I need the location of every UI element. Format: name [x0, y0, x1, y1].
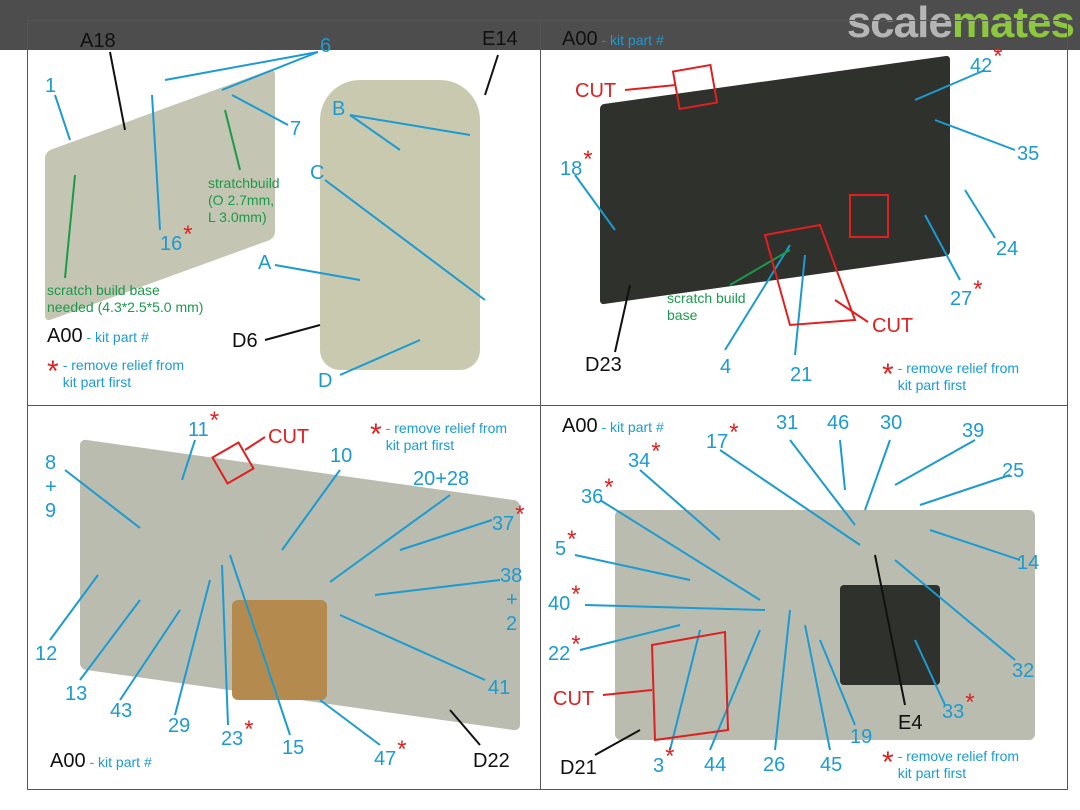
- label-31: 31: [776, 412, 799, 434]
- label-14: 14: [1017, 552, 1040, 574]
- label-9: 9: [45, 500, 57, 522]
- label-39: 39: [962, 420, 985, 442]
- label-c: C: [310, 162, 325, 184]
- note-scratch-base: scratch build base needed (4.3*2.5*5.0 m…: [47, 282, 204, 315]
- label-44: 44: [704, 754, 727, 776]
- label-34: 34*: [628, 438, 661, 473]
- q3-map-case: [232, 600, 327, 700]
- cut-label: CUT: [872, 315, 914, 337]
- q1-seat-photo: [320, 80, 480, 370]
- label-29: 29: [168, 715, 191, 737]
- label-47: 47*: [374, 736, 407, 771]
- label-e4: E4: [898, 712, 923, 734]
- label-27: 27*: [950, 276, 983, 311]
- legend-kit-part: A00 - kit part #: [50, 750, 152, 772]
- label-e14: E14: [482, 28, 518, 50]
- label-8: 8: [45, 452, 57, 474]
- label-11: 11*: [188, 407, 220, 442]
- legend-kit-part: A00 - kit part #: [562, 415, 664, 437]
- label-41: 41: [488, 677, 511, 699]
- label-2: 2: [506, 613, 518, 635]
- note-stratchbuild: stratchbuild (O 2.7mm, L 3.0mm): [208, 175, 280, 225]
- label-plus: +: [45, 476, 57, 498]
- label-13: 13: [65, 683, 88, 705]
- label-1: 1: [45, 75, 57, 97]
- scalemates-logo[interactable]: scalemates: [846, 0, 1075, 47]
- label-d22: D22: [473, 750, 510, 772]
- label-25: 25: [1002, 460, 1025, 482]
- label-35: 35: [1017, 143, 1040, 165]
- label-37: 37*: [492, 501, 525, 536]
- label-a18: A18: [80, 30, 116, 52]
- label-20-28: 20+28: [413, 468, 470, 490]
- label-38: 38: [500, 565, 523, 587]
- label-d6: D6: [232, 330, 258, 352]
- label-a: A: [258, 252, 272, 274]
- label-6: 6: [320, 35, 332, 57]
- label-19: 19: [850, 726, 873, 748]
- label-45: 45: [820, 754, 843, 776]
- legend-kit-part: A00 - kit part #: [562, 28, 664, 50]
- label-23: 23*: [221, 716, 254, 751]
- label-3: 3*: [653, 743, 675, 778]
- legend-kit-part: A00 - kit part #: [47, 325, 149, 347]
- cut-label: CUT: [553, 688, 595, 710]
- label-16: 16*: [160, 221, 193, 256]
- label-40: 40*: [548, 581, 581, 616]
- cut-label: CUT: [268, 426, 310, 448]
- label-36: 36*: [581, 474, 614, 509]
- label-12: 12: [35, 643, 58, 665]
- label-plus: +: [506, 589, 518, 611]
- label-21: 21: [790, 364, 813, 386]
- cut-label: CUT: [575, 80, 617, 102]
- label-22: 22*: [548, 631, 581, 666]
- label-42: 42*: [970, 43, 1003, 78]
- label-43: 43: [110, 700, 133, 722]
- label-17: 17*: [706, 419, 739, 454]
- label-d: D: [318, 370, 333, 392]
- label-26: 26: [763, 754, 786, 776]
- label-10: 10: [330, 445, 353, 467]
- divider-horizontal: [27, 405, 1068, 406]
- label-33: 33*: [942, 689, 975, 724]
- label-18: 18*: [560, 146, 593, 181]
- label-30: 30: [880, 412, 903, 434]
- label-7: 7: [290, 118, 302, 140]
- label-d21: D21: [560, 757, 597, 779]
- label-d23: D23: [585, 354, 622, 376]
- label-15: 15: [282, 737, 305, 759]
- note-scratch-base: scratch build base: [667, 290, 746, 323]
- q4-console-photo: [615, 510, 1035, 740]
- label-24: 24: [996, 238, 1019, 260]
- label-32: 32: [1012, 660, 1035, 682]
- label-b: B: [332, 98, 346, 120]
- label-5: 5*: [555, 526, 577, 561]
- label-46: 46: [827, 412, 850, 434]
- label-4: 4: [720, 356, 732, 378]
